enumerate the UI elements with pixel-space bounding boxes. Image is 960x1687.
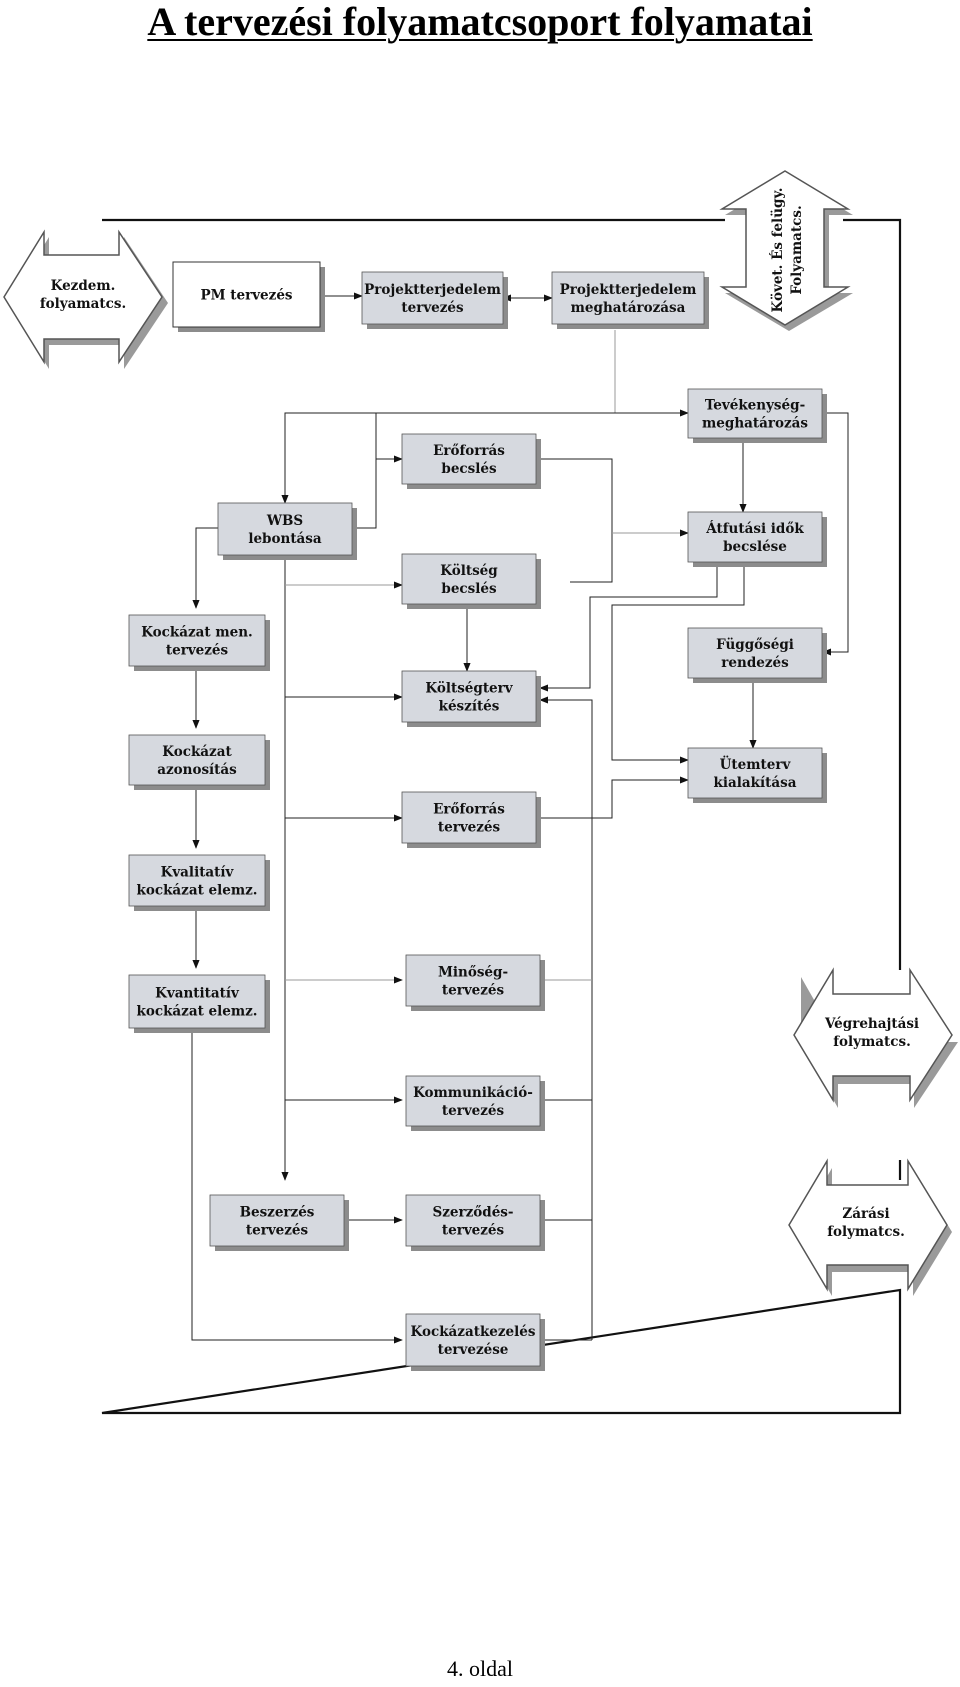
box-budget: Költségterv készítés: [401, 670, 541, 727]
box-quant-risk-line-2: kockázat elemz.: [137, 1004, 258, 1020]
box-res-est: Erőforrás becslés: [401, 433, 541, 489]
box-scope-plan: Projektterjedelem tervezés: [361, 271, 508, 329]
box-scope-def: Projektterjedelem meghatározása: [551, 271, 709, 329]
page-title: A tervezési folyamatcsoport folyamatai: [0, 0, 960, 44]
box-duration: Átfutási idők becslése: [687, 511, 827, 567]
process-group-frame: [101, 218, 902, 1415]
box-scope-def-line-2: meghatározása: [571, 300, 686, 316]
box-risk-mgmt: Kockázat men. tervezés: [128, 614, 270, 671]
box-schedule-line-2: kialakítása: [714, 775, 797, 791]
box-dependency-line-1: Függőségi: [716, 637, 794, 653]
monitor-arrow-line-2: Folyamatcs.: [789, 205, 805, 294]
box-wbs-line-2: lebontása: [248, 531, 322, 547]
box-activity-line-2: meghatározás: [702, 416, 808, 432]
box-risk-resp-line-2: tervezése: [438, 1342, 509, 1358]
box-contract-line-1: Szerződés-: [432, 1205, 513, 1221]
start-process-arrow: Kezdem. folyamatcs.: [3, 229, 168, 369]
box-schedule: Ütemterv kialakítása: [687, 747, 827, 803]
box-wbs: WBS lebontása: [217, 502, 357, 560]
box-quality: Minőség-tervezés: [405, 954, 545, 1011]
box-duration-line-1: Átfutási idők: [705, 521, 804, 537]
box-budget-line-2: készítés: [439, 699, 500, 715]
box-scope-plan-line-2: tervezés: [401, 300, 464, 316]
box-quality-line-2: tervezés: [442, 983, 505, 999]
box-risk-id-line-1: Kockázat: [162, 744, 232, 760]
page-title-text: A tervezési folyamatcsoport folyamatai: [147, 0, 813, 44]
box-pm: PM tervezés: [172, 261, 325, 332]
box-risk-id-line-2: azonosítás: [157, 762, 237, 778]
box-risk-resp-line-1: Kockázatkezelés: [411, 1324, 536, 1340]
box-comm-line-2: tervezés: [442, 1103, 505, 1119]
box-quality-line-1: Minőség-: [438, 965, 508, 981]
box-dependency: Függőségi rendezés: [687, 627, 827, 683]
box-cost-est-line-1: Költség: [440, 563, 498, 579]
box-budget-line-1: Költségterv: [425, 681, 513, 697]
box-procurement-line-2: tervezés: [246, 1223, 309, 1239]
page-number: 4. oldal: [447, 1656, 513, 1681]
connector-lines: [191, 292, 849, 1344]
box-wbs-line-1: WBS: [266, 513, 303, 529]
box-dependency-line-2: rendezés: [721, 655, 789, 671]
box-res-est-line-2: becslés: [441, 461, 497, 477]
box-schedule-line-1: Ütemterv: [720, 756, 792, 773]
start-arrow-line-2: folyamatcs.: [40, 296, 126, 312]
box-cost-est-line-2: becslés: [441, 581, 497, 597]
box-duration-line-2: becslése: [723, 539, 787, 555]
box-activity-line-1: Tevékenység-: [705, 398, 805, 414]
box-quant-risk-line-1: Kvantitatív: [155, 986, 240, 1002]
box-res-plan-line-2: tervezés: [438, 820, 501, 836]
execute-arrow-line-1: Végrehajtási: [824, 1016, 919, 1032]
box-res-plan-line-1: Erőforrás: [433, 802, 505, 818]
box-pm-line-1: PM tervezés: [200, 288, 292, 304]
box-risk-resp: Kockázatkezelés tervezése: [405, 1313, 545, 1371]
monitor-arrow-line-1: Követ. És felügy.: [770, 188, 786, 313]
box-risk-id: Kockázat azonosítás: [128, 734, 270, 790]
box-activity: Tevékenység-meghatározás: [687, 388, 827, 443]
box-qual-risk-line-1: Kvalitatív: [161, 865, 235, 881]
box-res-plan: Erőforrás tervezés: [401, 791, 541, 848]
box-comm-line-1: Kommunikáció-: [413, 1085, 533, 1101]
box-res-est-line-1: Erőforrás: [433, 443, 505, 459]
execute-arrow-line-2: folymatcs.: [833, 1034, 911, 1050]
box-contract-line-2: tervezés: [442, 1223, 505, 1239]
box-cost-est: Költség becslés: [401, 553, 541, 609]
box-risk-mgmt-line-1: Kockázat men.: [141, 625, 253, 641]
close-process-arrow: Zárási folymatcs.: [788, 1158, 952, 1296]
monitor-process-arrow: Követ. És felügy. Folyamatcs.: [719, 170, 853, 331]
box-scope-def-line-1: Projektterjedelem: [560, 282, 697, 298]
box-quant-risk: Kvantitatív kockázat elemz.: [128, 974, 270, 1033]
box-qual-risk: Kvalitatív kockázat elemz.: [128, 854, 270, 911]
box-procurement: Beszerzés tervezés: [209, 1194, 349, 1251]
box-contract: Szerződés-tervezés: [405, 1194, 545, 1251]
box-comm: Kommunikáció-tervezés: [405, 1075, 545, 1131]
box-risk-mgmt-line-2: tervezés: [166, 643, 229, 659]
box-scope-plan-line-1: Projektterjedelem: [364, 282, 501, 298]
close-arrow-line-1: Zárási: [842, 1206, 889, 1222]
box-procurement-line-1: Beszerzés: [240, 1205, 315, 1221]
close-arrow-line-2: folymatcs.: [827, 1224, 905, 1240]
execute-process-arrow: Végrehajtási folymatcs.: [793, 967, 958, 1108]
start-arrow-line-1: Kezdem.: [51, 278, 116, 294]
box-qual-risk-line-2: kockázat elemz.: [137, 883, 258, 899]
